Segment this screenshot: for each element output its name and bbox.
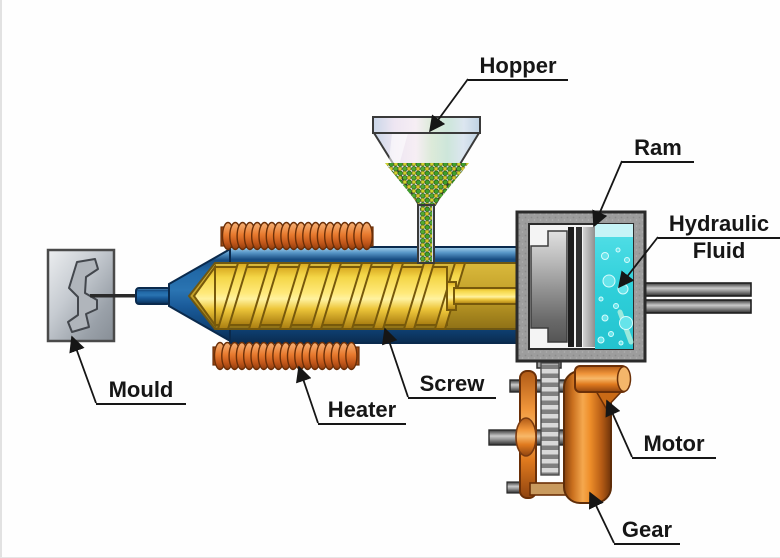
hydraulic-fluid-label: Hydraulic Fluid — [658, 212, 780, 263]
nozzle — [135, 287, 171, 305]
barrel-graphic — [135, 246, 523, 344]
ram-leader — [592, 160, 623, 228]
mould-label: Mould — [96, 378, 186, 405]
fluid-bubbles — [597, 247, 633, 346]
gear-hub — [515, 417, 537, 457]
screw-label: Screw — [408, 372, 496, 399]
hopper-leader — [429, 78, 469, 133]
ram-piston — [530, 230, 568, 343]
screw-leader — [381, 327, 409, 398]
gear-rack — [540, 362, 560, 476]
gear-leader — [589, 491, 615, 544]
motor-end-cap — [616, 365, 632, 393]
screw-flights — [217, 262, 466, 330]
mould-cavity — [67, 258, 99, 333]
screw-shaft — [453, 287, 523, 305]
ram-plate-dark1 — [568, 227, 574, 347]
heater-label: Heater — [318, 398, 406, 425]
heater-leader — [296, 365, 319, 424]
motor-leader — [605, 399, 633, 458]
screw-graphic — [192, 262, 523, 330]
lower-pin — [506, 481, 522, 494]
hopper-label: Hopper — [468, 54, 568, 81]
fluid-top-band — [595, 224, 633, 237]
hopper-rim — [372, 116, 481, 134]
motor-label: Motor — [632, 432, 716, 459]
leader-lines — [69, 78, 659, 544]
hydraulic-rods — [644, 282, 752, 314]
ram-label: Ram — [622, 136, 694, 163]
gear-motor-graphic — [488, 357, 632, 504]
mould-graphic — [46, 248, 142, 343]
ram-plate-dark2 — [576, 227, 582, 347]
hopper-tube-pellets — [420, 206, 432, 262]
ram-plate-gray — [583, 227, 595, 347]
heater-top — [220, 221, 374, 251]
hydraulic-fluid-label-line2: Fluid — [692, 238, 746, 263]
hopper-graphic — [372, 116, 481, 264]
heater-bottom — [212, 341, 360, 371]
hydraulic-leader — [618, 236, 659, 289]
gear-label: Gear — [614, 518, 680, 545]
ram-housing-graphic — [515, 210, 647, 363]
hopper-pellets — [385, 163, 469, 205]
mould-leader — [69, 335, 97, 404]
injection-needle — [90, 294, 142, 298]
hydraulic-fluid-label-line1: Hydraulic — [658, 212, 780, 239]
